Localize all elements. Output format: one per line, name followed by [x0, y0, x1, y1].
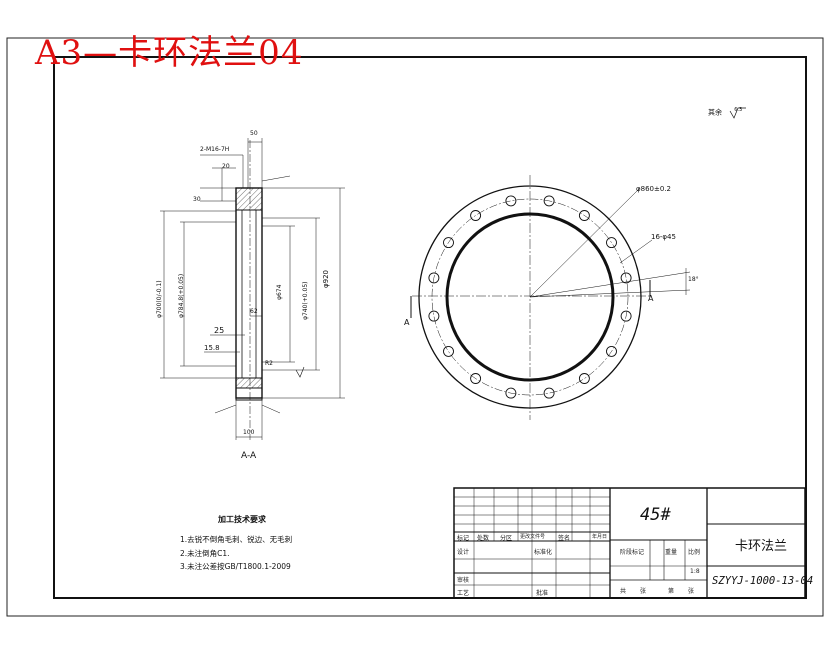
tb-nianyueri: 年月日 — [592, 534, 608, 540]
roughness-value: 6.3 — [734, 107, 743, 113]
tb-shenhe: 审核 — [457, 577, 470, 584]
bolt-hole — [443, 237, 454, 249]
tb-biaoji: 标记 — [457, 535, 470, 542]
dim-25: 25 — [214, 326, 225, 335]
bolt-hole — [606, 237, 617, 249]
section-view — [160, 138, 345, 440]
section-label: A-A — [241, 451, 257, 461]
dim-bottom-width: 100 — [243, 429, 255, 436]
tb-pizhun: 批准 — [536, 590, 549, 597]
tb-zhongliang: 重量 — [665, 549, 678, 556]
bolt-hole — [606, 345, 617, 357]
tb-chushu: 处数 — [477, 535, 490, 542]
dim-r2: R2 — [265, 360, 273, 367]
bolt-hole — [543, 195, 555, 207]
note-item-1: 1.去锐不倒角毛刺、锐边、无毛刺 — [180, 535, 293, 544]
dim-15-8: 15.8 — [204, 344, 220, 352]
dim-20: 20 — [222, 163, 230, 170]
tb-zhang2: 张 — [688, 588, 695, 595]
drawing-code: SZYYJ-1000-13-04 — [712, 575, 814, 587]
tb-gong: 共 — [620, 588, 627, 595]
dim-flange-dia-left2: φ784.8(+0.05) — [178, 273, 185, 318]
bolt-hole — [620, 272, 632, 284]
part-name: 卡环法兰 — [735, 539, 788, 554]
outer-frame — [6, 37, 824, 617]
tb-bili: 比例 — [688, 549, 701, 556]
dim-threaded-holes: 2-M16-7H — [200, 146, 230, 153]
bolt-hole — [428, 310, 440, 322]
dim-bolt-circle: φ860±0.2 — [636, 185, 671, 193]
tb-scale: 1:8 — [690, 568, 700, 575]
dim-inner-dia: φ674 — [276, 284, 283, 300]
dim-30: 30 — [193, 196, 201, 203]
bolt-hole — [470, 210, 482, 221]
dim-bolt-holes: 16-φ45 — [651, 233, 676, 241]
tb-fenqu: 分区 — [500, 535, 513, 542]
section-mark-left: A — [404, 318, 410, 327]
bolt-hole — [505, 195, 517, 207]
roughness-note-text: 其余 — [708, 108, 722, 117]
bolt-hole — [578, 373, 590, 384]
tb-di: 第 — [668, 588, 675, 595]
dim-angle: 18° — [688, 276, 699, 283]
inner-border — [53, 56, 807, 599]
bolt-holes — [428, 195, 632, 399]
notes-title: 加工技术要求 — [218, 515, 266, 524]
title-block — [453, 487, 806, 599]
roughness-note: 其余 6.3 — [708, 107, 742, 117]
dim-inner-dia2: φ740(+0.05) — [302, 281, 309, 320]
tb-sheji: 设计 — [457, 549, 470, 556]
section-mark-right: A — [648, 294, 654, 303]
dim-flange-dia-left: φ700(0/-0.1) — [156, 280, 163, 318]
tb-gongyi: 工艺 — [457, 590, 470, 597]
tb-jieduan: 阶段标记 — [620, 549, 645, 556]
tb-gengwenjian: 更改文件号 — [520, 534, 546, 540]
bolt-hole — [620, 310, 632, 322]
note-item-2: 2.未注倒角C1. — [180, 549, 230, 558]
material: 45# — [640, 505, 671, 525]
dim-top-width: 50 — [250, 130, 258, 137]
drawing-title: A3—卡环法兰04 — [35, 33, 304, 73]
bolt-hole — [578, 210, 590, 221]
dim-62: 62 — [250, 308, 258, 315]
dim-outer-dia: φ920 — [322, 270, 330, 288]
tb-biaozhunhua: 标准化 — [534, 549, 553, 556]
roughness-symbol — [729, 107, 746, 119]
bolt-hole — [470, 373, 482, 384]
bolt-hole — [543, 387, 555, 399]
front-view — [410, 175, 691, 420]
bolt-hole — [443, 345, 454, 357]
bolt-hole — [505, 387, 517, 399]
tb-zhang: 张 — [640, 588, 647, 595]
tb-qianming: 签名 — [558, 535, 571, 542]
bolt-hole — [428, 272, 440, 284]
note-item-3: 3.未注公差按GB/T1800.1-2009 — [180, 562, 291, 571]
